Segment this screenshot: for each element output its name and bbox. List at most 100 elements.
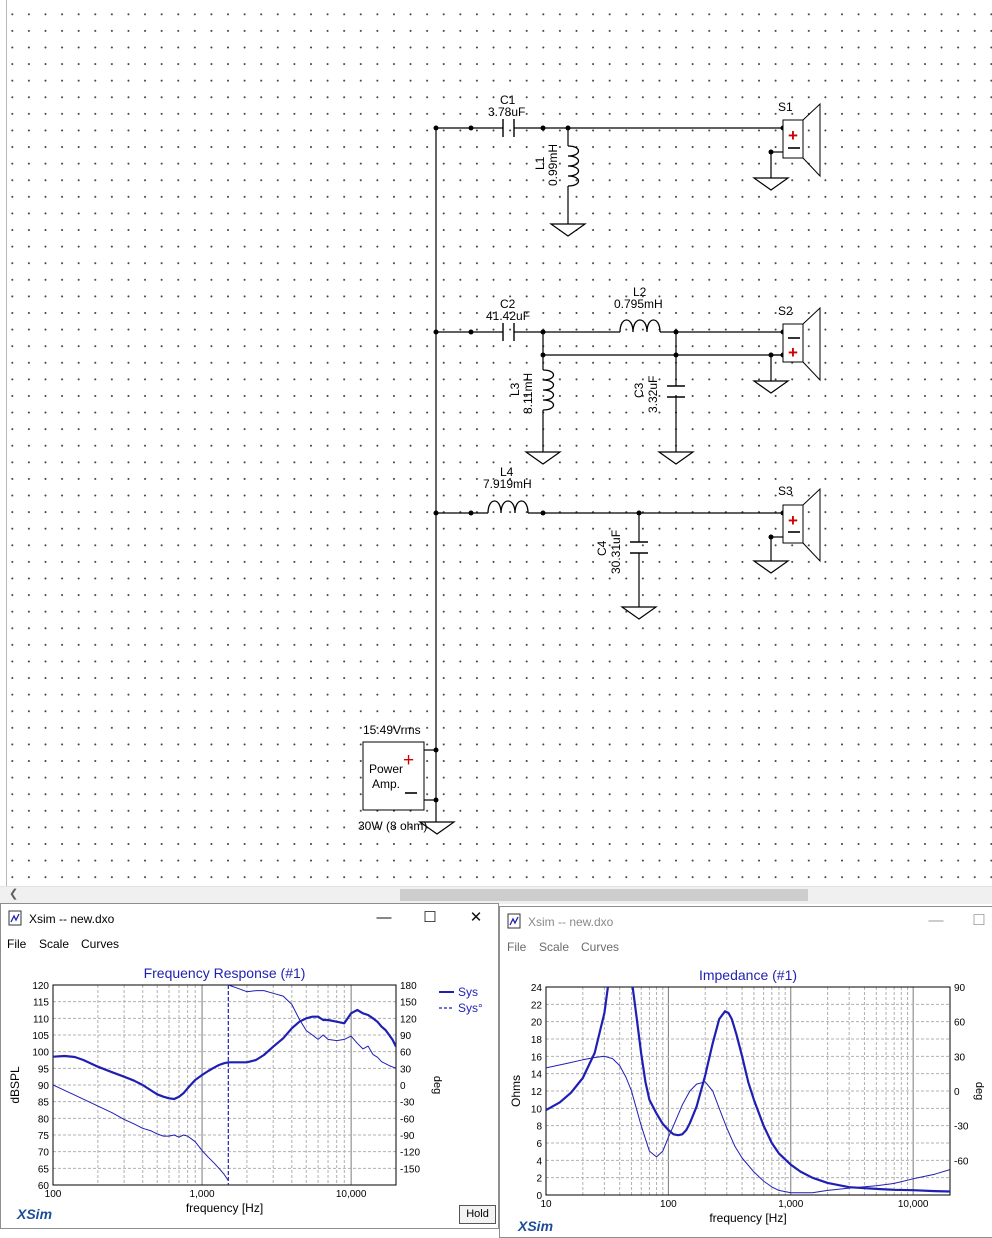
speaker-s3[interactable]: + S3 <box>778 484 821 563</box>
x-tick-label: 10,000 <box>898 1199 929 1210</box>
y2-tick-label: -30 <box>400 1098 415 1109</box>
label-l3-value: 8.11mH <box>521 373 535 414</box>
window-title: Xsim -- new.dxo <box>29 912 115 926</box>
y2-tick-label: 120 <box>400 1014 417 1025</box>
y-axis-label: dBSPL <box>8 1066 22 1104</box>
amp-voltage: 15.49Vrms <box>363 723 421 737</box>
menu-curves[interactable]: Curves <box>581 940 620 954</box>
y-tick-label: 8 <box>536 1122 542 1133</box>
y2-tick-label: 90 <box>954 983 966 994</box>
frequency-response-chart[interactable]: 6065707580859095100105110115120-150-120-… <box>1 954 498 1229</box>
maximize-button[interactable]: ☐ <box>423 909 437 926</box>
series-phase-line <box>228 985 396 1069</box>
plus-icon: + <box>403 750 414 771</box>
y-tick-label: 12 <box>531 1087 543 1098</box>
y2-tick-label: -30 <box>954 1122 969 1133</box>
canvas-left-edge <box>0 0 7 888</box>
label-c4-value: 30.31uF <box>609 530 623 574</box>
hold-button[interactable]: Hold <box>459 1205 496 1224</box>
title-bar[interactable]: Xsim -- new.dxo — ☐ <box>500 907 992 936</box>
amp-power: 30W (8 ohm) <box>358 819 427 833</box>
legend-label: Sys° <box>458 1001 483 1015</box>
label-l4-value: 7.919mH <box>483 477 532 491</box>
y2-axis-label: deg <box>431 1076 443 1094</box>
label-c1-name: C1 <box>500 93 516 107</box>
x-tick-label: 10 <box>540 1199 552 1210</box>
plot-frame <box>545 986 951 1196</box>
x-axis-label: frequency [Hz] <box>709 1211 786 1225</box>
y-tick-label: 6 <box>536 1139 542 1150</box>
y-tick-label: 95 <box>38 1064 50 1075</box>
y-tick-label: 85 <box>38 1098 50 1109</box>
menu-curves[interactable]: Curves <box>81 937 120 951</box>
speaker-label: S2 <box>778 304 793 318</box>
plus-icon: + <box>788 126 798 145</box>
close-button[interactable]: ✕ <box>469 909 483 926</box>
y2-tick-label: 180 <box>400 981 417 992</box>
plus-icon: + <box>788 511 798 530</box>
title-bar[interactable]: Xsim -- new.dxo — ☐ ✕ <box>1 904 498 933</box>
scrollbar-thumb[interactable] <box>400 889 808 901</box>
y2-tick-label: 30 <box>954 1052 966 1063</box>
series-phase-line <box>53 1084 229 1181</box>
menu-scale[interactable]: Scale <box>539 940 570 954</box>
y-tick-label: 65 <box>38 1164 50 1175</box>
y-tick-label: 14 <box>531 1070 543 1081</box>
horizontal-scrollbar[interactable]: ❮ <box>0 886 992 904</box>
chart-title: Impedance (#1) <box>699 967 797 983</box>
label-l2-name: L2 <box>633 285 647 299</box>
speaker-s1[interactable]: + S1 <box>778 100 821 178</box>
y2-tick-label: 0 <box>954 1087 960 1098</box>
y2-tick-label: 150 <box>400 998 417 1009</box>
y-tick-label: 4 <box>536 1156 542 1167</box>
series-magnitude-line <box>546 987 950 1193</box>
y-tick-label: 115 <box>33 998 49 1009</box>
scroll-left-icon[interactable]: ❮ <box>9 888 19 900</box>
label-l1-name: L1 <box>533 156 547 170</box>
y-tick-label: 80 <box>38 1114 50 1125</box>
plus-icon: + <box>788 343 798 362</box>
schematic-canvas[interactable]: + S1 + S2 + S3 + Power Amp. 15.49Vrms 30… <box>0 0 992 888</box>
schematic-drawing[interactable]: + S1 + S2 + S3 + Power Amp. 15.49Vrms 30… <box>0 0 992 888</box>
y-tick-label: 70 <box>38 1148 50 1159</box>
y2-tick-label: -90 <box>400 1131 415 1142</box>
label-l3-name: L3 <box>508 382 522 396</box>
y-tick-label: 105 <box>32 1031 49 1042</box>
speaker-label: S1 <box>778 100 793 114</box>
menu-scale[interactable]: Scale <box>39 937 70 951</box>
x-tick-label: 1,000 <box>190 1189 215 1200</box>
menu-file[interactable]: File <box>507 940 527 954</box>
series-magnitude-line <box>53 1008 396 1101</box>
x-tick-label: 100 <box>45 1189 62 1200</box>
chart-title: Frequency Response (#1) <box>144 965 306 981</box>
label-l1-value: 0.99mH <box>546 144 560 186</box>
y2-tick-label: -60 <box>954 1156 969 1167</box>
maximize-button[interactable]: ☐ <box>972 912 986 929</box>
xsim-app-icon <box>507 913 521 929</box>
minimize-button[interactable]: — <box>376 909 392 926</box>
power-amp[interactable]: + Power Amp. 15.49Vrms 30W (8 ohm) <box>358 723 427 833</box>
y-tick-label: 16 <box>531 1052 543 1063</box>
y2-tick-label: -120 <box>400 1148 420 1159</box>
frequency-response-window[interactable]: Xsim -- new.dxo — ☐ ✕ File Scale Curves … <box>0 903 499 1229</box>
y-tick-label: 18 <box>531 1035 543 1046</box>
minimize-button[interactable]: — <box>928 912 944 929</box>
menu-file[interactable]: File <box>7 937 27 951</box>
label-c1-value: 3.78uF <box>488 105 525 119</box>
xsim-logo: XSim <box>17 1206 53 1222</box>
x-tick-label: 1,000 <box>778 1199 803 1210</box>
xsim-logo: XSim <box>518 1218 554 1234</box>
y2-tick-label: -60 <box>400 1114 415 1125</box>
y-tick-label: 110 <box>33 1014 49 1025</box>
y-tick-label: 100 <box>32 1048 49 1059</box>
window-title: Xsim -- new.dxo <box>528 915 614 929</box>
y-tick-label: 60 <box>38 1181 50 1192</box>
speaker-s2[interactable]: + S2 <box>778 304 821 382</box>
menu-bar: File Scale Curves <box>500 937 992 957</box>
amp-label-line2: Amp. <box>372 777 400 791</box>
impedance-window[interactable]: Xsim -- new.dxo — ☐ File Scale Curves 0 2… <box>499 906 992 1238</box>
series-phase-line <box>546 1055 950 1194</box>
y-axis-label: Ohms <box>509 1075 523 1107</box>
y-tick-label: 2 <box>536 1174 542 1185</box>
